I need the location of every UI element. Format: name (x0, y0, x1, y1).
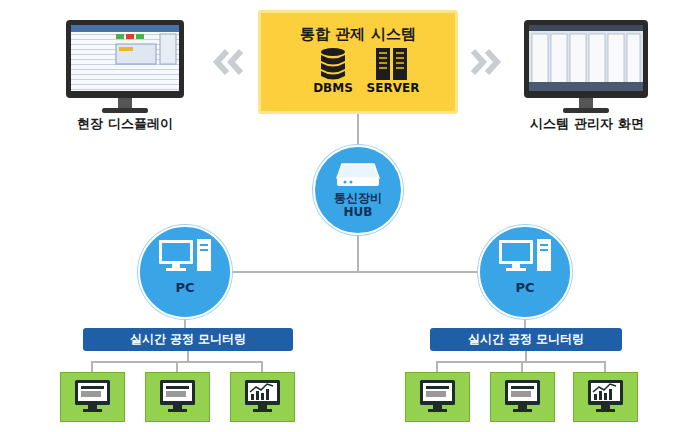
node-text: PC (140, 280, 230, 296)
pc-circle: PC (478, 225, 572, 319)
admin-screen: 시스템 관리자 화면 (512, 16, 662, 132)
node-text: 실시간 공정 모니터링 (430, 332, 622, 346)
node-text: 시스템 관리자 화면 (512, 116, 662, 132)
pc-circle: PC (138, 225, 232, 319)
node-text: 통신장비 HUB (325, 191, 391, 220)
icon-label: DBMS (293, 81, 373, 95)
node-text: 실시간 공정 모니터링 (83, 332, 293, 346)
node-text: 현장 디스플레이 (50, 116, 200, 132)
monitoring-band: 실시간 공정 모니터링 (430, 328, 622, 351)
monitoring-band: 실시간 공정 모니터링 (83, 328, 293, 351)
connector (358, 235, 478, 272)
connector (232, 235, 358, 272)
icon-label: SERVER (353, 81, 433, 95)
node-text: PC (480, 280, 570, 296)
connector (473, 51, 497, 73)
control-system-box: 통합 관제 시스템 (258, 10, 458, 114)
connector (217, 51, 241, 73)
hub-circle: 통신장비 HUB (313, 145, 403, 235)
node-text: 통합 관제 시스템 (261, 25, 455, 43)
connector (525, 319, 526, 328)
connector (358, 114, 359, 145)
field-display: 현장 디스플레이 (50, 16, 200, 132)
connector (185, 319, 186, 328)
